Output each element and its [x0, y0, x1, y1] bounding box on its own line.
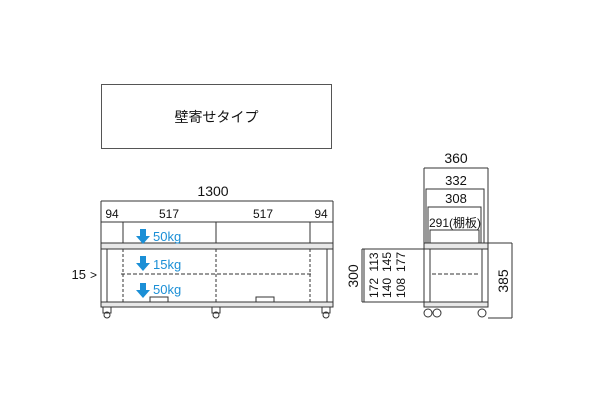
section-label-1: 94 — [105, 207, 119, 221]
side-body — [423, 248, 489, 303]
side-caster-front2-icon — [432, 308, 442, 318]
bottom-board — [100, 301, 334, 308]
side-top-board — [423, 242, 489, 250]
caster-center — [211, 306, 221, 314]
type-title-box: 壁寄せタイプ — [101, 84, 332, 149]
shelf-height-140: 140 — [380, 278, 394, 298]
load-arrow-bottom-icon — [136, 283, 150, 298]
load-arrow-middle-icon — [136, 256, 150, 271]
leg-gap-mark: > — [90, 268, 97, 282]
section-box-4 — [309, 221, 334, 244]
caster-wheel-left — [103, 311, 111, 319]
shelf-height-177: 177 — [394, 252, 408, 272]
inner-height-label-300: 300 — [345, 264, 361, 288]
type-title: 壁寄せタイプ — [174, 109, 259, 126]
section-label-3: 517 — [253, 207, 273, 221]
depth-label-291: 291(棚板) — [429, 215, 481, 230]
caster-left — [102, 306, 112, 314]
caster-wheel-right — [322, 311, 330, 319]
cabinet-body — [100, 248, 334, 303]
side-view: 360 332 308 291(棚板) 385 — [345, 150, 513, 319]
cable-hole-right — [255, 296, 275, 302]
shelf-height-145: 145 — [380, 252, 394, 272]
section-box-3 — [215, 221, 311, 244]
shelf-height-113: 113 — [367, 252, 381, 271]
depth-label-308: 308 — [445, 191, 467, 206]
shelf-height-172: 172 — [367, 278, 381, 298]
depth-box-291 — [429, 229, 480, 244]
leg-gap-label: 15 — [72, 267, 86, 282]
load-label-bottom: 50kg — [153, 282, 181, 297]
section-box-1 — [100, 221, 124, 244]
side-bottom-board — [423, 301, 489, 308]
depth-label-360: 360 — [444, 150, 468, 166]
front-view: 1300 94 517 517 94 — [72, 183, 334, 319]
load-label-top: 50kg — [153, 229, 181, 244]
height-label-385: 385 — [495, 269, 511, 293]
shelf-height-108: 108 — [394, 278, 408, 298]
section-label-4: 94 — [314, 207, 328, 221]
side-caster-back-icon — [477, 308, 487, 318]
load-arrow-top-icon — [136, 229, 150, 244]
cable-hole-left — [149, 296, 169, 302]
section-label-2: 517 — [159, 207, 179, 221]
caster-wheel-center — [212, 311, 220, 319]
load-label-middle: 15kg — [153, 257, 181, 272]
top-board — [100, 242, 334, 250]
load-indicators: 50kg 15kg 50kg — [136, 229, 181, 298]
depth-label-332: 332 — [445, 173, 467, 188]
total-width-label: 1300 — [197, 183, 228, 199]
caster-right — [321, 306, 331, 314]
shelf-heights-box — [363, 248, 425, 303]
side-caster-front-icon — [423, 308, 433, 318]
